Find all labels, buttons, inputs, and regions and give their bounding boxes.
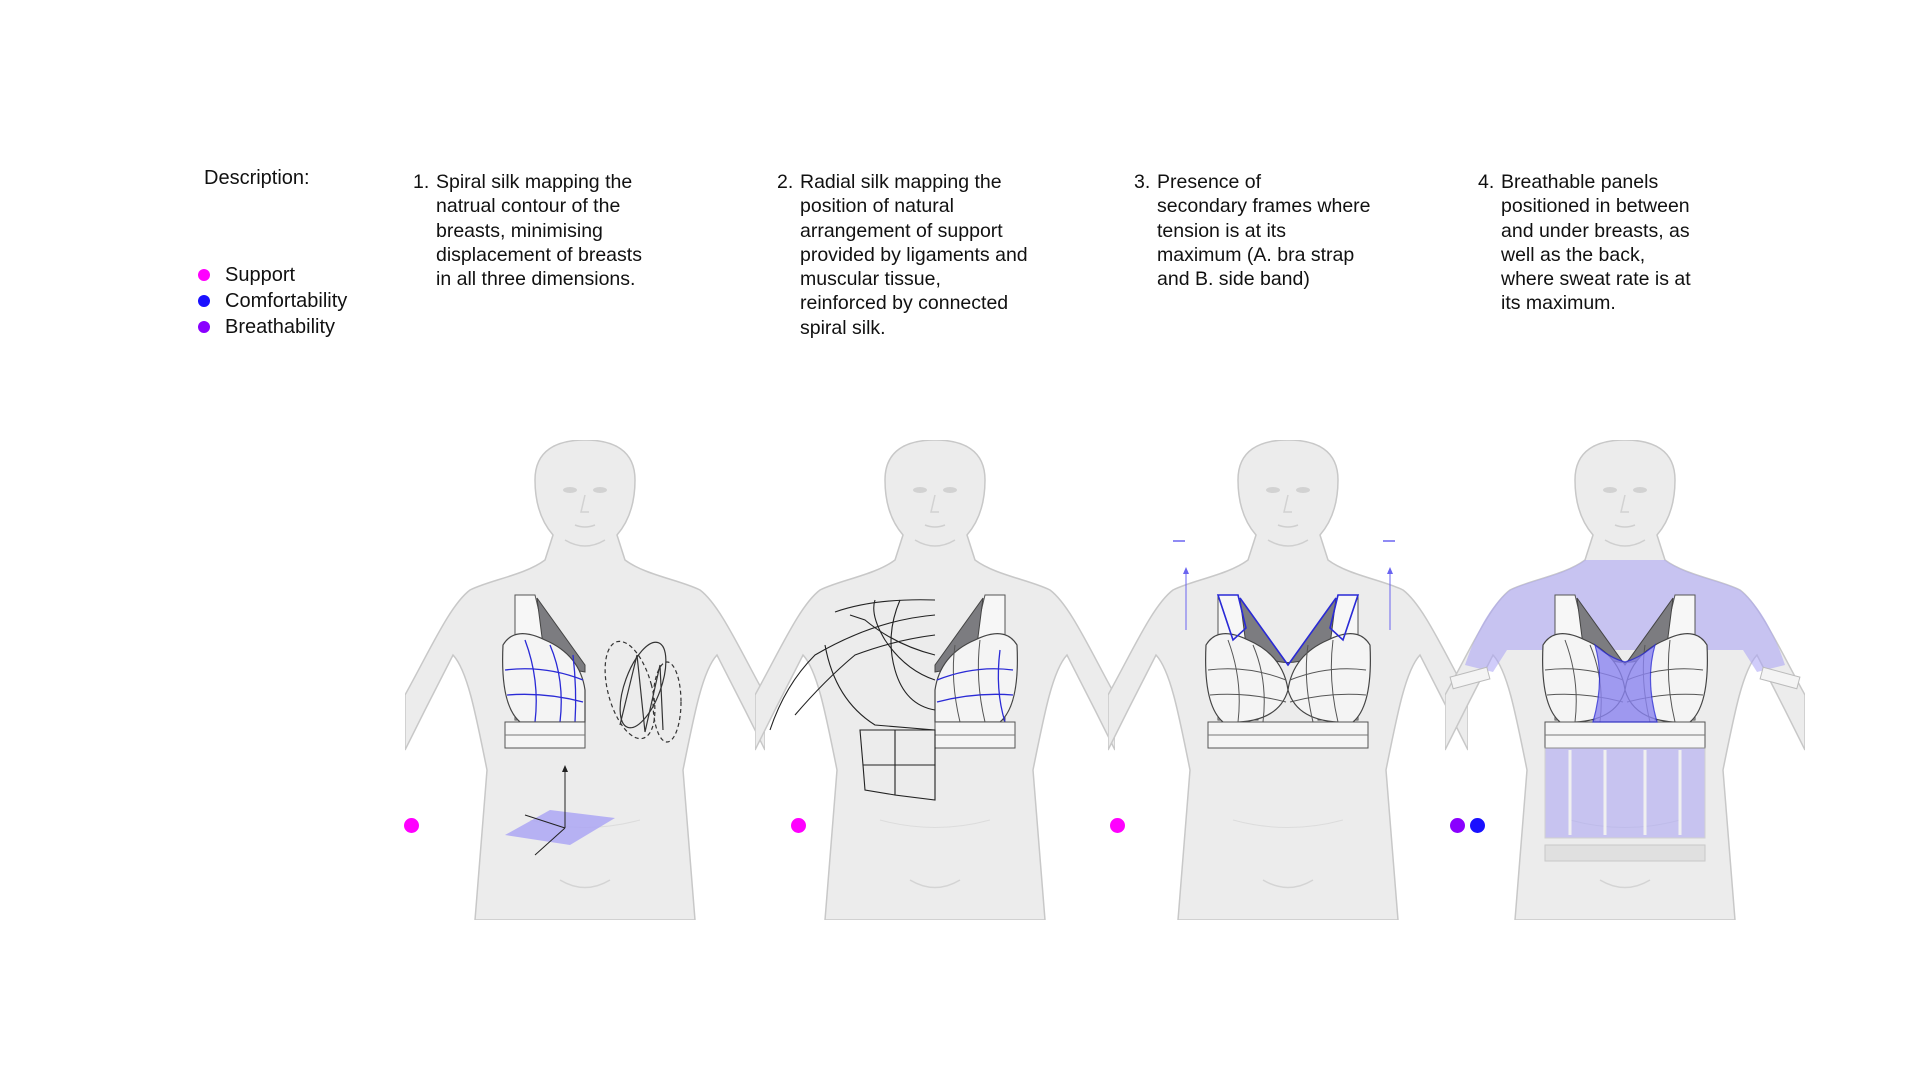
step-4-marker-dot-breathability: [1450, 818, 1465, 833]
figure-1-spiral-silk: [405, 440, 765, 920]
step-3-number: 3.: [1134, 171, 1151, 193]
step-4-number: 4.: [1478, 171, 1495, 193]
step-1-line: breasts, minimising: [436, 219, 603, 242]
step-1-number: 1.: [413, 171, 430, 193]
legend-label-comfortability: Comfortability: [225, 289, 348, 312]
step-2-description: 2. Radial silk mapping the position of n…: [777, 170, 1028, 340]
step-2-line: reinforced by connected: [800, 292, 1009, 315]
step-2-line: arrangement of support: [800, 219, 1003, 242]
step-1-line: in all three dimensions.: [436, 268, 636, 291]
step-2-line: Radial silk mapping the: [800, 171, 1002, 193]
step-4-line: its maximum.: [1501, 292, 1616, 315]
step-2-line: spiral silk.: [800, 316, 886, 339]
legend-label-breathability: Breathability: [225, 315, 336, 338]
figure-4-illustration: [1445, 440, 1805, 920]
step-4-marker-dot-comfortability: [1470, 818, 1485, 833]
step-4-line: positioned in between: [1501, 195, 1690, 218]
step-1-description: 1. Spiral silk mapping the natrual conto…: [413, 170, 642, 291]
step-3-description: 3. Presence of secondary frames where te…: [1134, 170, 1371, 291]
step-3-marker-dot: [1110, 818, 1125, 833]
step-3-line: secondary frames where: [1157, 195, 1371, 218]
figure-2-radial-silk: [755, 440, 1115, 920]
legend-item-comfortability: Comfortability: [198, 288, 347, 314]
step-1-line: displacement of breasts: [436, 243, 642, 266]
description-label: Description:: [204, 167, 310, 189]
step-4-marker: [1450, 818, 1485, 833]
figure-3-illustration: [1108, 440, 1468, 920]
step-3-line: and B. side band): [1157, 268, 1310, 291]
legend-dot-breathability: [198, 321, 210, 333]
step-2-line: muscular tissue,: [800, 268, 941, 291]
figure-4-breathable-panels: [1445, 440, 1805, 920]
step-3-line: tension is at its: [1157, 219, 1286, 242]
step-4-line: where sweat rate is at: [1501, 268, 1691, 291]
step-4-line: Breathable panels: [1501, 171, 1659, 193]
step-4-line: well as the back,: [1501, 243, 1646, 266]
figure-1-illustration: [405, 440, 765, 920]
legend-dot-comfortability: [198, 295, 210, 307]
figure-2-illustration: [755, 440, 1115, 920]
step-1-line: Spiral silk mapping the: [436, 171, 633, 193]
step-2-marker-dot: [791, 818, 806, 833]
legend-label-support: Support: [225, 263, 296, 286]
step-4-line: and under breasts, as: [1501, 219, 1690, 242]
step-2-line: position of natural: [800, 195, 954, 218]
legend: Support Comfortability Breathability: [198, 262, 347, 340]
step-3-line: Presence of: [1157, 171, 1262, 193]
step-3-line: maximum (A. bra strap: [1157, 243, 1355, 266]
step-1-line: natrual contour of the: [436, 195, 621, 218]
step-2-number: 2.: [777, 171, 794, 193]
legend-item-support: Support: [198, 262, 347, 288]
step-1-marker-dot: [404, 818, 419, 833]
step-3-marker: [1110, 818, 1125, 833]
legend-dot-support: [198, 269, 210, 281]
figure-3-secondary-frames: [1108, 440, 1468, 920]
step-1-marker: [404, 818, 419, 833]
step-2-marker: [791, 818, 806, 833]
step-4-description: 4. Breathable panels positioned in betwe…: [1478, 170, 1691, 316]
step-2-line: provided by ligaments and: [800, 243, 1028, 266]
legend-item-breathability: Breathability: [198, 314, 347, 340]
